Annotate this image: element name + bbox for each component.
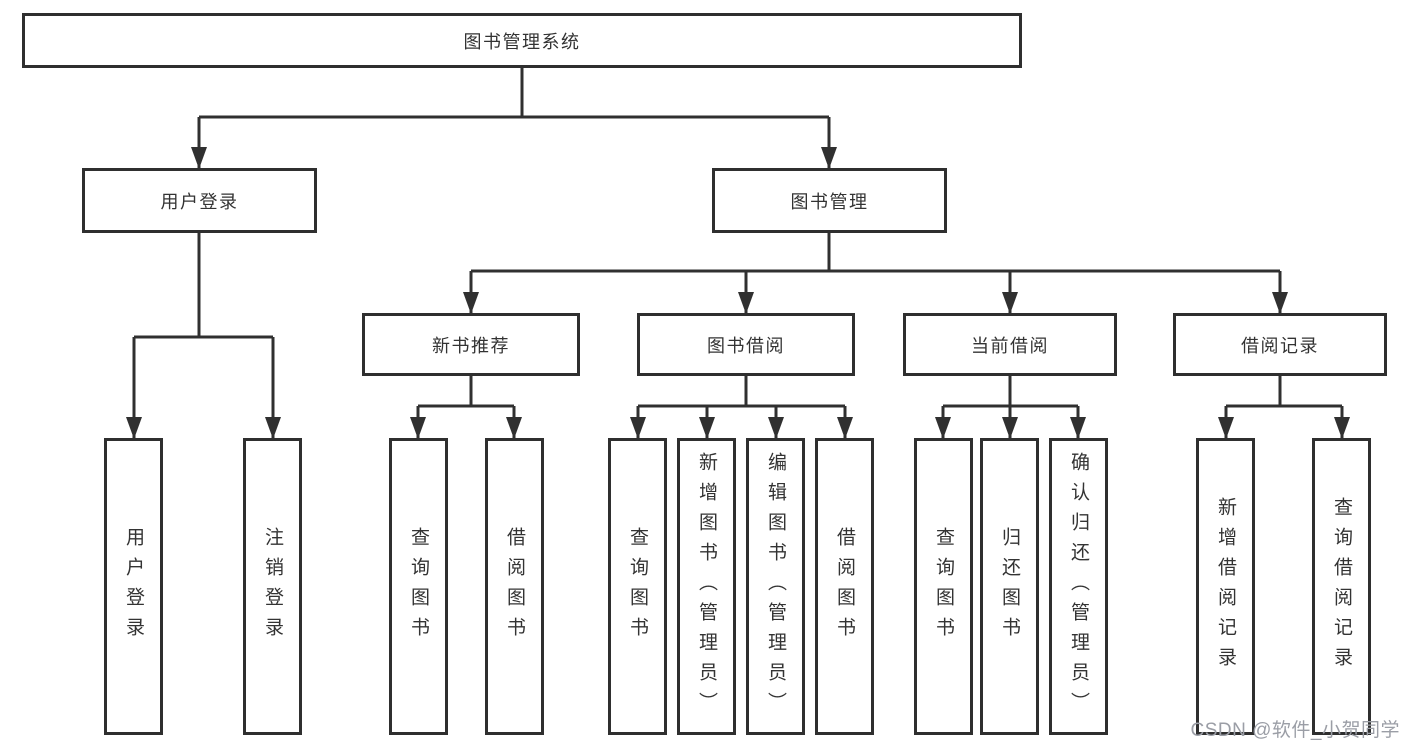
node-label: 用户登录 bbox=[160, 191, 239, 212]
leaf-user-login: 用户登录 bbox=[104, 438, 163, 735]
node-label: 借阅记录 bbox=[1241, 335, 1319, 356]
leaf-query-borrow-record: 查询借阅记录 bbox=[1312, 438, 1371, 735]
leaf-label: 注销登录 bbox=[262, 526, 283, 647]
leaf-borrow-books-1: 借阅图书 bbox=[485, 438, 544, 735]
leaf-label: 编辑图书（管理员） bbox=[765, 451, 786, 722]
leaf-edit-book-admin: 编辑图书（管理员） bbox=[746, 438, 805, 735]
leaf-query-books-2: 查询图书 bbox=[608, 438, 667, 735]
connector-arrows bbox=[126, 117, 1350, 439]
node-user-login: 用户登录 bbox=[82, 168, 317, 233]
leaf-label: 查询图书 bbox=[627, 526, 648, 647]
node-label: 图书管理系统 bbox=[463, 31, 581, 52]
node-root-system: 图书管理系统 bbox=[22, 13, 1022, 68]
node-label: 新书推荐 bbox=[432, 335, 510, 356]
leaf-confirm-return-admin: 确认归还（管理员） bbox=[1049, 438, 1108, 735]
leaf-label: 借阅图书 bbox=[834, 526, 855, 647]
leaf-label: 查询图书 bbox=[933, 526, 954, 647]
leaf-label: 确认归还（管理员） bbox=[1068, 451, 1089, 722]
leaf-add-book-admin: 新增图书（管理员） bbox=[677, 438, 736, 735]
leaf-label: 新增图书（管理员） bbox=[696, 451, 717, 722]
leaf-return-book: 归还图书 bbox=[980, 438, 1039, 735]
connector-bars bbox=[134, 68, 1342, 408]
leaf-label: 查询借阅记录 bbox=[1331, 496, 1352, 677]
node-book-borrowing: 图书借阅 bbox=[637, 313, 855, 376]
leaf-borrow-books-2: 借阅图书 bbox=[815, 438, 874, 735]
leaf-logout: 注销登录 bbox=[243, 438, 302, 735]
leaf-label: 查询图书 bbox=[408, 526, 429, 647]
leaf-label: 用户登录 bbox=[123, 526, 144, 647]
leaf-query-books-1: 查询图书 bbox=[389, 438, 448, 735]
csdn-watermark: CSDN @软件_小贺同学 bbox=[1190, 720, 1400, 741]
node-current-borrowing: 当前借阅 bbox=[903, 313, 1117, 376]
node-book-management: 图书管理 bbox=[712, 168, 947, 233]
leaf-label: 新增借阅记录 bbox=[1215, 496, 1236, 677]
leaf-query-books-3: 查询图书 bbox=[914, 438, 973, 735]
leaf-label: 归还图书 bbox=[999, 526, 1020, 647]
leaf-label: 借阅图书 bbox=[504, 526, 525, 647]
node-label: 当前借阅 bbox=[971, 335, 1049, 356]
node-borrowing-records: 借阅记录 bbox=[1173, 313, 1387, 376]
node-label: 图书管理 bbox=[790, 191, 869, 212]
leaf-add-borrow-record: 新增借阅记录 bbox=[1196, 438, 1255, 735]
node-new-book-recommend: 新书推荐 bbox=[362, 313, 580, 376]
node-label: 图书借阅 bbox=[707, 335, 785, 356]
